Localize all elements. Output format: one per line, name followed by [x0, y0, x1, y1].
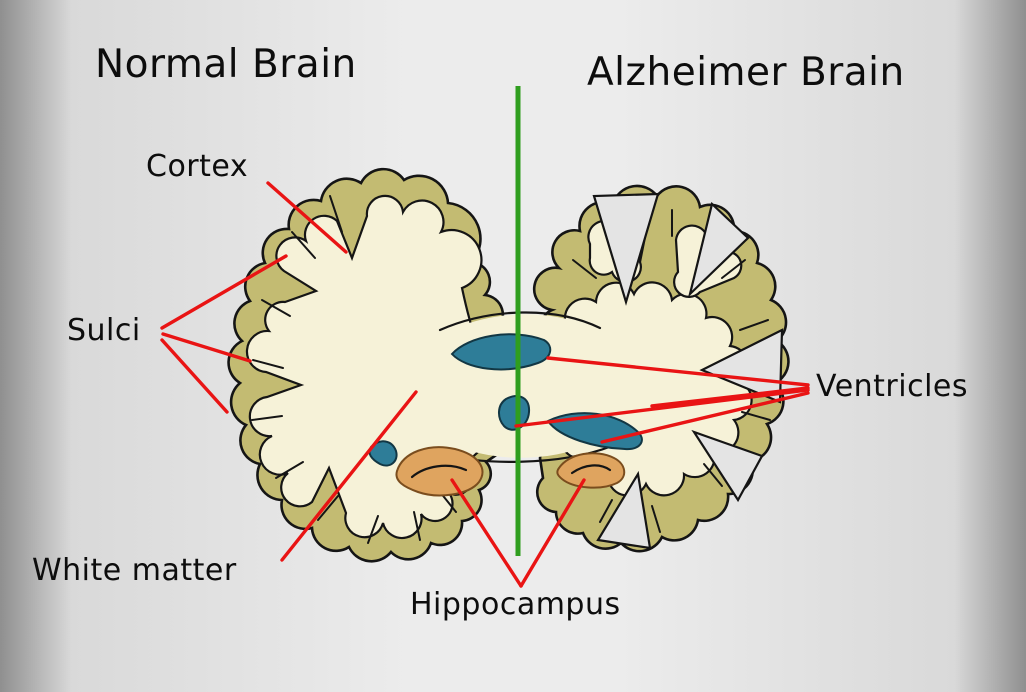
label-white-matter: White matter	[32, 553, 237, 588]
cortex-pointer-line	[266, 181, 348, 254]
alzheimer-widened-sulci-gaps	[592, 192, 784, 550]
sulci-pointer-line-3	[160, 338, 229, 414]
sulci-pointer-line-1	[160, 254, 288, 330]
alzheimer-sulci-detail-lines	[572, 209, 771, 533]
ventricle-normal-temporal-horn	[368, 440, 398, 467]
ventricles-pointer-line-2	[514, 388, 810, 428]
label-hippocampus: Hippocampus	[410, 587, 621, 622]
ventricle-right-wing	[546, 412, 643, 451]
hippocampus-normal	[395, 446, 484, 497]
ventricles-shapes	[368, 333, 643, 467]
label-sulci: Sulci	[67, 313, 141, 348]
ventricles-pointer-line-1	[546, 356, 810, 387]
hippocampus-pointer-line-1	[450, 478, 523, 588]
annotation-lines	[160, 181, 810, 588]
ventricles-pointer-line-3	[600, 391, 810, 444]
title-normal-brain: Normal Brain	[95, 42, 357, 87]
ventricles-pointer-line-4	[650, 386, 810, 408]
title-alzheimer-brain: Alzheimer Brain	[587, 50, 905, 95]
ventricle-left-wing	[450, 333, 552, 371]
label-ventricles: Ventricles	[816, 369, 969, 404]
hippocampus-shapes	[395, 446, 626, 497]
hippocampus-alzheimer	[556, 452, 626, 489]
normal-sulci-detail-lines	[251, 195, 457, 544]
white-matter-pointer-line	[280, 390, 418, 562]
sulci-pointer-line-2	[161, 332, 252, 363]
hippocampus-pointer-line-2	[519, 478, 586, 588]
label-cortex: Cortex	[146, 149, 249, 184]
